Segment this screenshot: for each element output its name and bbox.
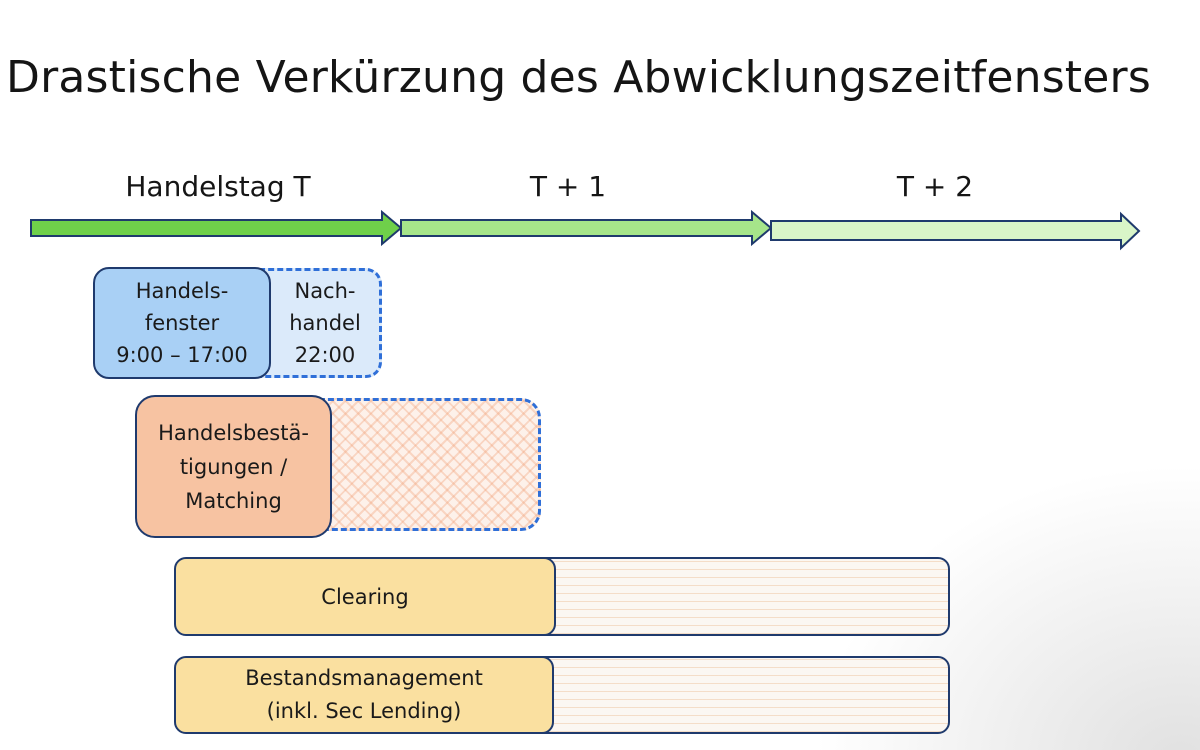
timeline-arrow-t-plus-1 xyxy=(400,209,773,247)
bestandsmanagement-label: Bestandsmanagement (inkl. Sec Lending) xyxy=(245,666,483,723)
handelsfenster-label: Handels- fenster 9:00 – 17:00 xyxy=(116,279,248,367)
handelsfenster-box: Handels- fenster 9:00 – 17:00 xyxy=(93,267,271,379)
day-label-t: Handelstag T xyxy=(125,170,311,203)
timeline-arrow-t xyxy=(30,209,403,247)
handelsbestaetigungen-box: Handelsbestä- tigungen / Matching xyxy=(135,395,332,538)
bestandsmanagement-extension xyxy=(530,656,950,734)
clearing-extension xyxy=(530,557,950,636)
clearing-label: Clearing xyxy=(321,584,409,609)
nachhandel-label: Nach- handel 22:00 xyxy=(289,279,361,367)
slide-title: Drastische Verkürzung des Abwicklungszei… xyxy=(6,52,1151,103)
day-label-t-plus-1: T + 1 xyxy=(529,170,607,203)
bestandsmanagement-box: Bestandsmanagement (inkl. Sec Lending) xyxy=(174,656,554,734)
clearing-box: Clearing xyxy=(174,557,556,636)
handelsbestaetigungen-label: Handelsbestä- tigungen / Matching xyxy=(158,420,309,513)
day-label-t-plus-2: T + 2 xyxy=(896,170,974,203)
timeline-arrow-t-plus-2 xyxy=(770,211,1141,251)
